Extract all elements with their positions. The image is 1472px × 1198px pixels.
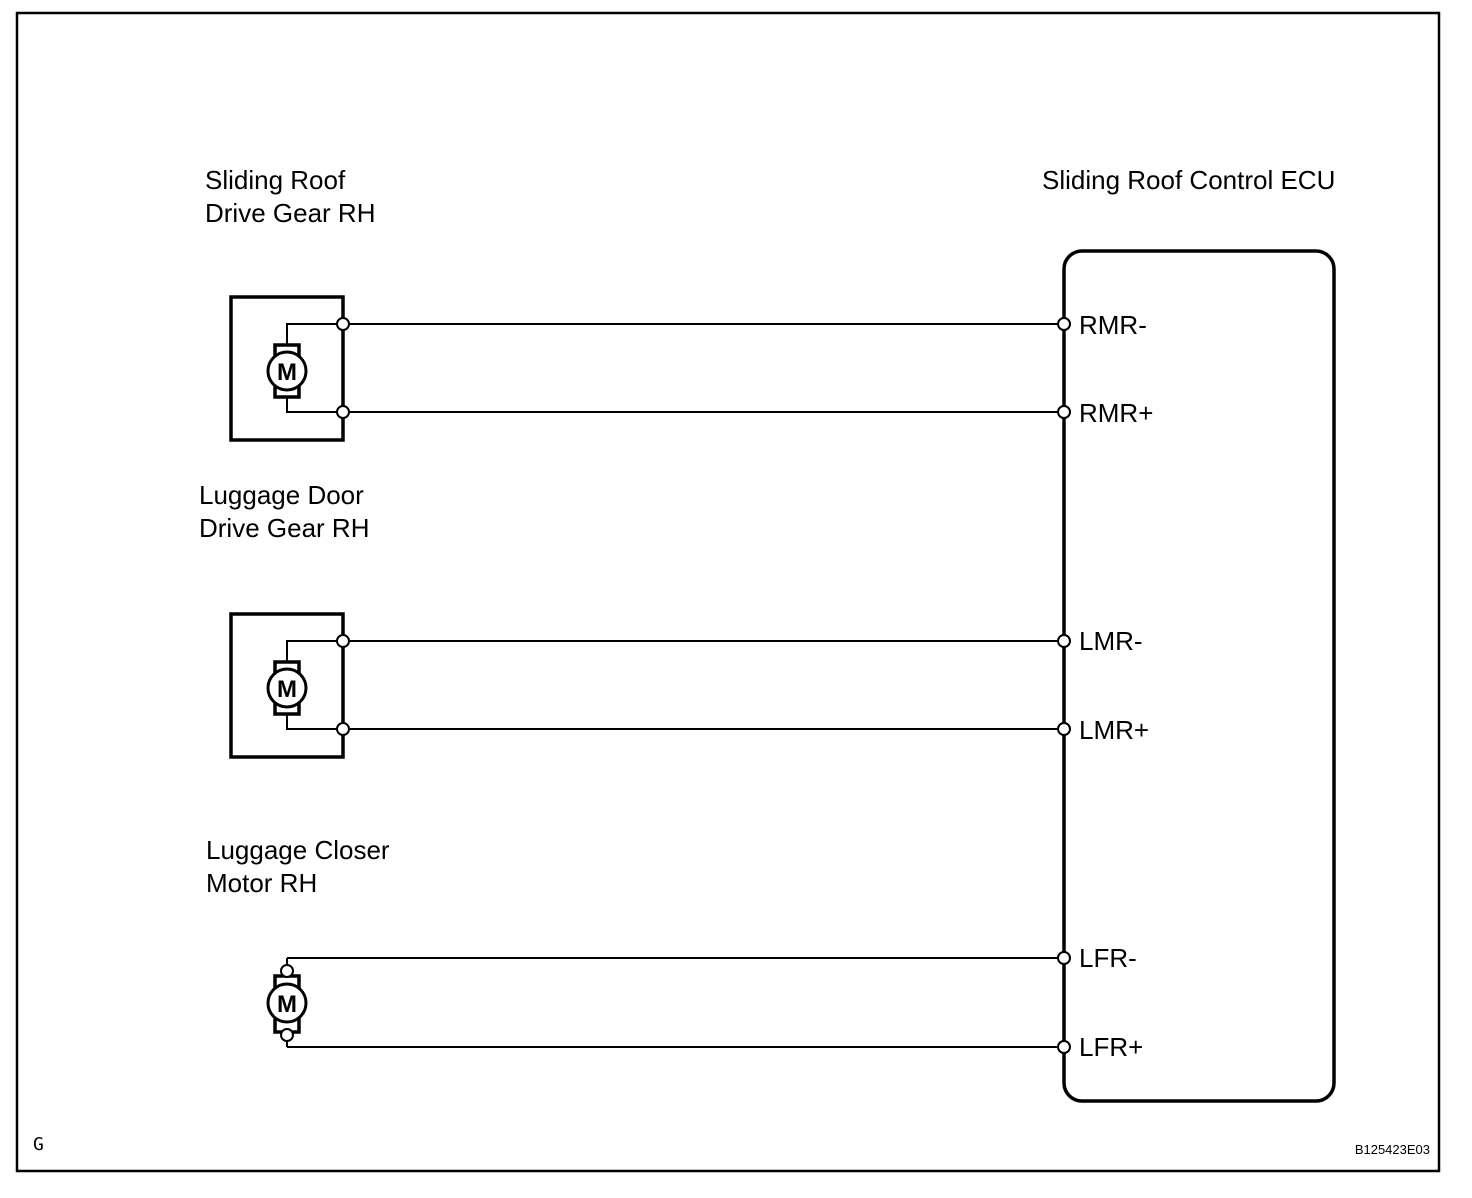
ecu-pin xyxy=(1057,634,1071,648)
motor-symbol-text: M xyxy=(277,991,297,1018)
ecu-title: Sliding Roof Control ECU xyxy=(1042,165,1335,195)
connector-box xyxy=(229,295,345,442)
ecu-pin xyxy=(1057,1040,1071,1054)
component-label-line2: Drive Gear RH xyxy=(205,198,375,228)
pin-label-lfr-plus: LFR+ xyxy=(1079,1032,1143,1062)
terminal-pin xyxy=(336,405,350,419)
terminal-pin xyxy=(336,634,350,648)
ecu-pin xyxy=(1057,317,1071,331)
pin-label-lmr-plus: LMR+ xyxy=(1079,715,1149,745)
motor-icon xyxy=(266,982,308,1024)
ecu-pin xyxy=(1057,722,1071,736)
motor-icon xyxy=(266,350,308,392)
pin-label-rmr-plus: RMR+ xyxy=(1079,398,1153,428)
pin-label-lfr-minus: LFR- xyxy=(1079,943,1137,973)
motor-icon xyxy=(266,667,308,709)
terminal-pin xyxy=(280,1028,294,1042)
ecu-pin xyxy=(1057,951,1071,965)
motor-symbol-text: M xyxy=(277,359,297,386)
component-label-line2: Drive Gear RH xyxy=(199,513,369,543)
ecu-pin-labels: RMR- RMR+ LMR- LMR+ LFR- LFR+ xyxy=(1079,310,1153,1062)
terminal-pin xyxy=(336,317,350,331)
ecu-box xyxy=(1062,249,1336,1103)
wires xyxy=(287,323,1064,1048)
luggage-door-drive-gear-component: M xyxy=(229,612,345,759)
ecu-pin xyxy=(1057,405,1071,419)
connector-box xyxy=(229,612,345,759)
luggage-closer-motor-component: M xyxy=(266,958,308,1047)
pin-label-lmr-minus: LMR- xyxy=(1079,626,1143,656)
luggage-closer-motor-label: Luggage Closer Motor RH xyxy=(206,835,390,898)
motor-symbol-text: M xyxy=(277,676,297,703)
sliding-roof-drive-gear-label: Sliding Roof Drive Gear RH xyxy=(205,165,375,228)
component-label-line1: Luggage Closer xyxy=(206,835,390,865)
diagram-frame xyxy=(15,11,1441,1173)
figure-id: B125423E03 xyxy=(1355,1142,1430,1157)
terminal-pin xyxy=(280,964,294,978)
component-label-line1: Sliding Roof xyxy=(205,165,346,195)
pin-label-rmr-minus: RMR- xyxy=(1079,310,1147,340)
terminal-pin xyxy=(336,722,350,736)
component-label-line1: Luggage Door xyxy=(199,480,364,510)
footer-code: G xyxy=(33,1134,44,1155)
ecu-pins xyxy=(1057,317,1071,1054)
component-label-line2: Motor RH xyxy=(206,868,317,898)
luggage-door-drive-gear-label: Luggage Door Drive Gear RH xyxy=(199,480,369,543)
component-pins xyxy=(336,317,350,736)
sliding-roof-drive-gear-component: M xyxy=(229,295,345,442)
